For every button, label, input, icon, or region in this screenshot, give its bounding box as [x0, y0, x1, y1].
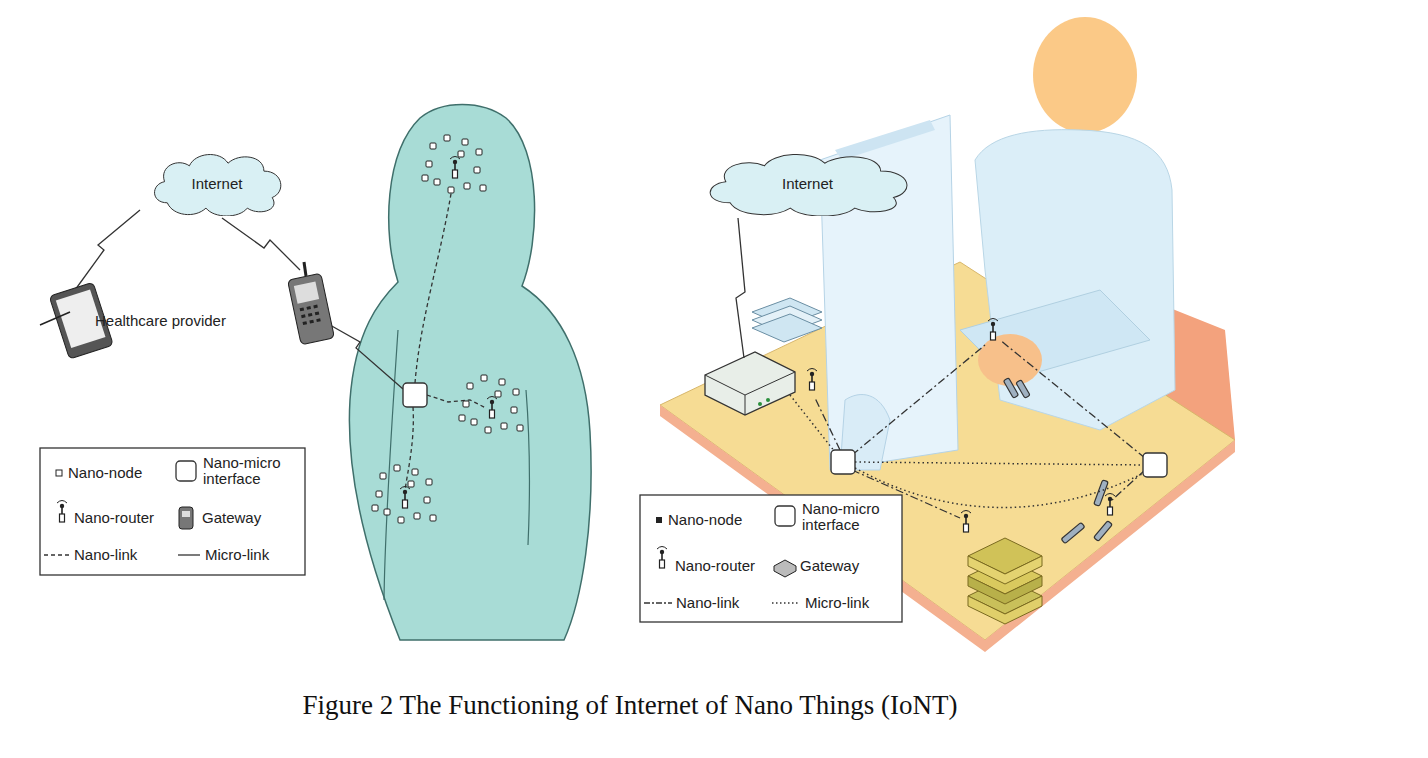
- cloud-label: Internet: [192, 175, 243, 192]
- cloud-label: Internet: [782, 175, 833, 192]
- device-label: Healthcare provider: [95, 313, 226, 330]
- legend-text: Nano-micro interface: [203, 455, 298, 488]
- legend-text: Nano-link: [676, 595, 739, 612]
- legend-text: Gateway: [202, 510, 261, 527]
- cloud-node: Internet: [148, 150, 286, 216]
- legend-text: Gateway: [800, 558, 859, 575]
- legend-text: Nano-router: [675, 558, 755, 575]
- legend-text: Nano-router: [74, 510, 154, 527]
- legend-text: Nano-link: [74, 547, 137, 564]
- legend-text: Nano-node: [68, 465, 142, 482]
- legend-text: Nano-node: [668, 512, 742, 529]
- legend-text: Micro-link: [205, 547, 269, 564]
- figure-caption: Figure 2 The Functioning of Internet of …: [302, 690, 957, 721]
- legend-text: Micro-link: [805, 595, 869, 612]
- cloud-node: Internet: [700, 150, 915, 216]
- legend-text: Nano-micro interface: [802, 501, 897, 534]
